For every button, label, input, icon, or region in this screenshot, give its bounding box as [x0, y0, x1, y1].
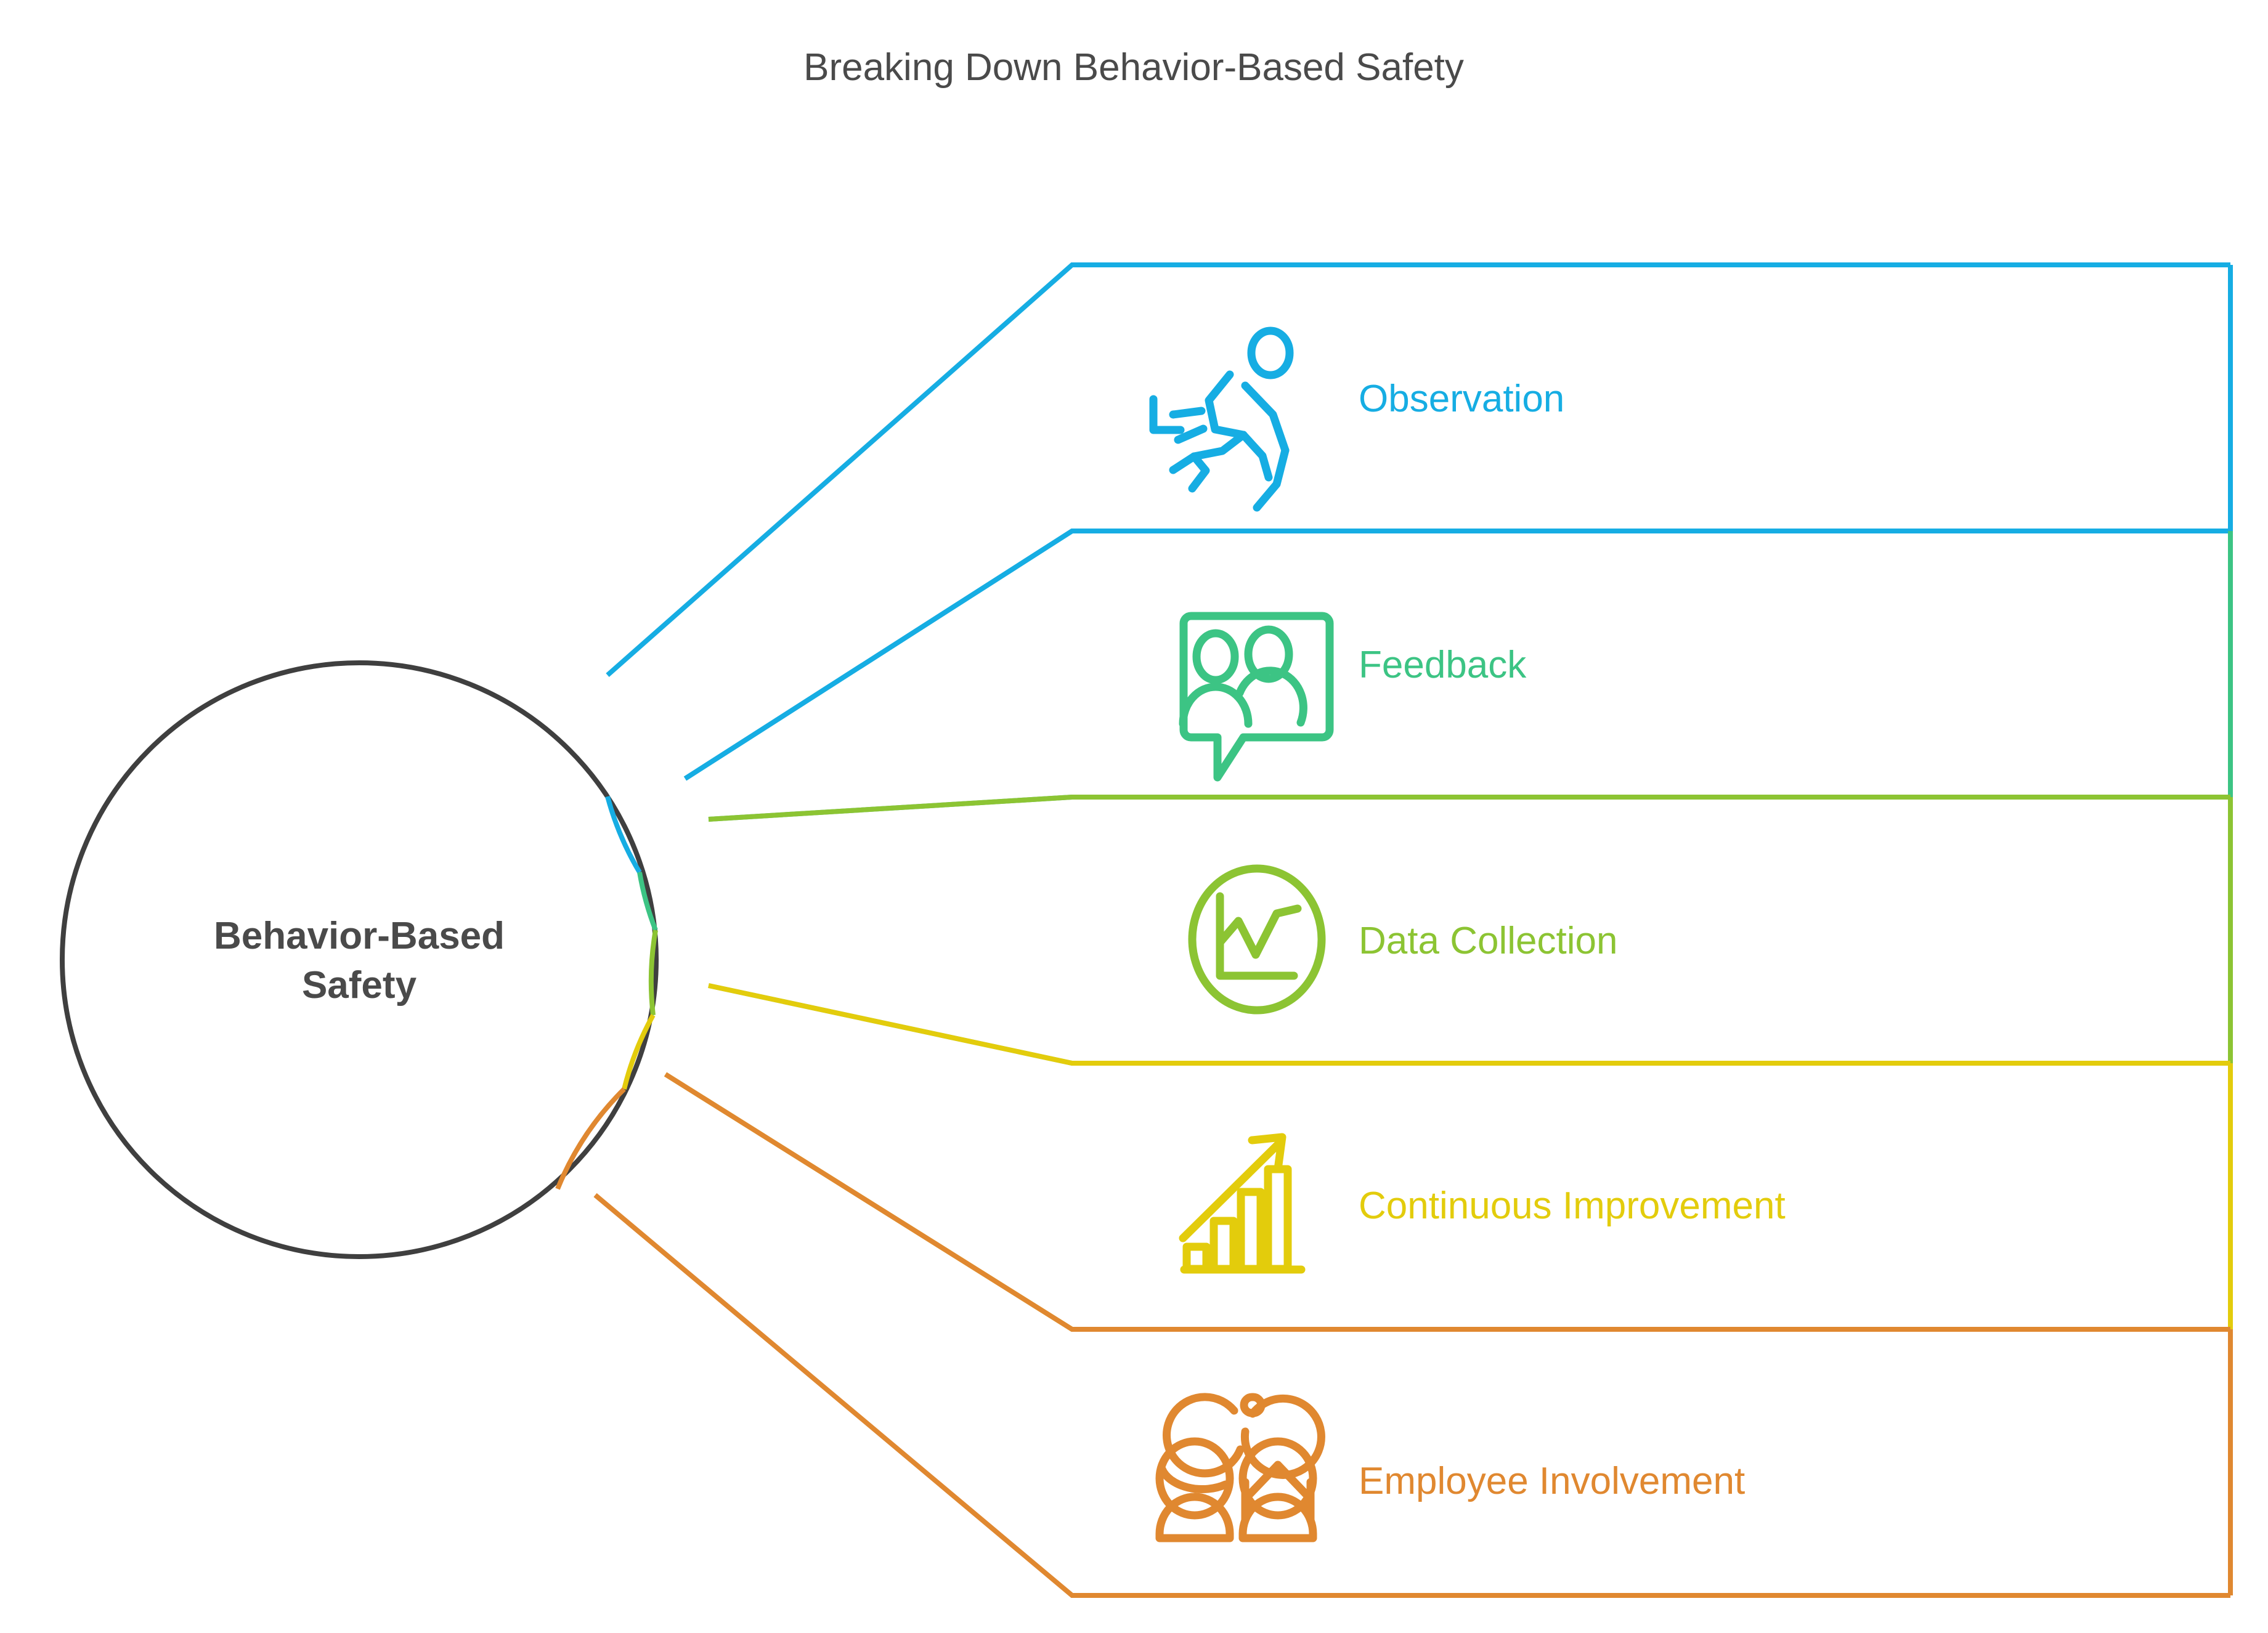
branch-connector-top-continuous-improvement: [708, 983, 2230, 1066]
branch-label-data-collection: Data Collection: [1359, 920, 1617, 962]
running-person-slip-icon: [1149, 326, 1294, 512]
branch-employee-involvement[interactable]: Employee Involvement: [593, 1072, 2233, 1598]
branch-connector-top-observation: [606, 262, 2230, 677]
branch-feedback[interactable]: Feedback: [683, 529, 2233, 822]
branch-label-feedback: Feedback: [1359, 644, 1527, 686]
line-chart-circle-icon: [1188, 864, 1326, 1015]
branch-label-employee-involvement: Employee Involvement: [1359, 1460, 1745, 1502]
branch-connector-bottom-data-collection: [708, 983, 2230, 1066]
branch-label-continuous-improvement: Continuous Improvement: [1359, 1185, 1786, 1227]
central-node-circle[interactable]: [60, 660, 659, 1259]
circle-arc-segment-observation: [605, 795, 642, 874]
branch-connector-bottom-feedback: [708, 795, 2230, 822]
circle-arc-segment-feedback: [637, 872, 658, 931]
group-of-people-icon: [1155, 1393, 1325, 1542]
circle-arc-segment-continuous-improvement: [622, 1014, 656, 1090]
branch-connector-bottom-employee-involvement: [593, 1193, 2230, 1598]
speech-bubble-people-icon: [1179, 612, 1334, 782]
branch-observation[interactable]: Observation: [606, 262, 2233, 781]
branch-connector-top-data-collection: [708, 795, 2230, 822]
central-node-label-line2: Safety: [302, 964, 417, 1007]
page-title: Breaking Down Behavior-Based Safety: [803, 46, 1464, 89]
bar-chart-arrow-up-icon: [1179, 1133, 1306, 1274]
branch-connector-top-employee-involvement: [664, 1072, 2230, 1332]
branch-data-collection[interactable]: Data Collection: [708, 795, 2233, 1066]
branch-connector-top-feedback: [683, 529, 2230, 781]
circle-arc-segment-data-collection: [648, 930, 658, 1016]
branch-continuous-improvement[interactable]: Continuous Improvement: [664, 983, 2233, 1332]
branch-label-observation: Observation: [1359, 378, 1564, 420]
circle-arc-segment-employee-involvement: [555, 1087, 626, 1190]
central-node-label-line1: Behavior-Based: [214, 915, 505, 957]
